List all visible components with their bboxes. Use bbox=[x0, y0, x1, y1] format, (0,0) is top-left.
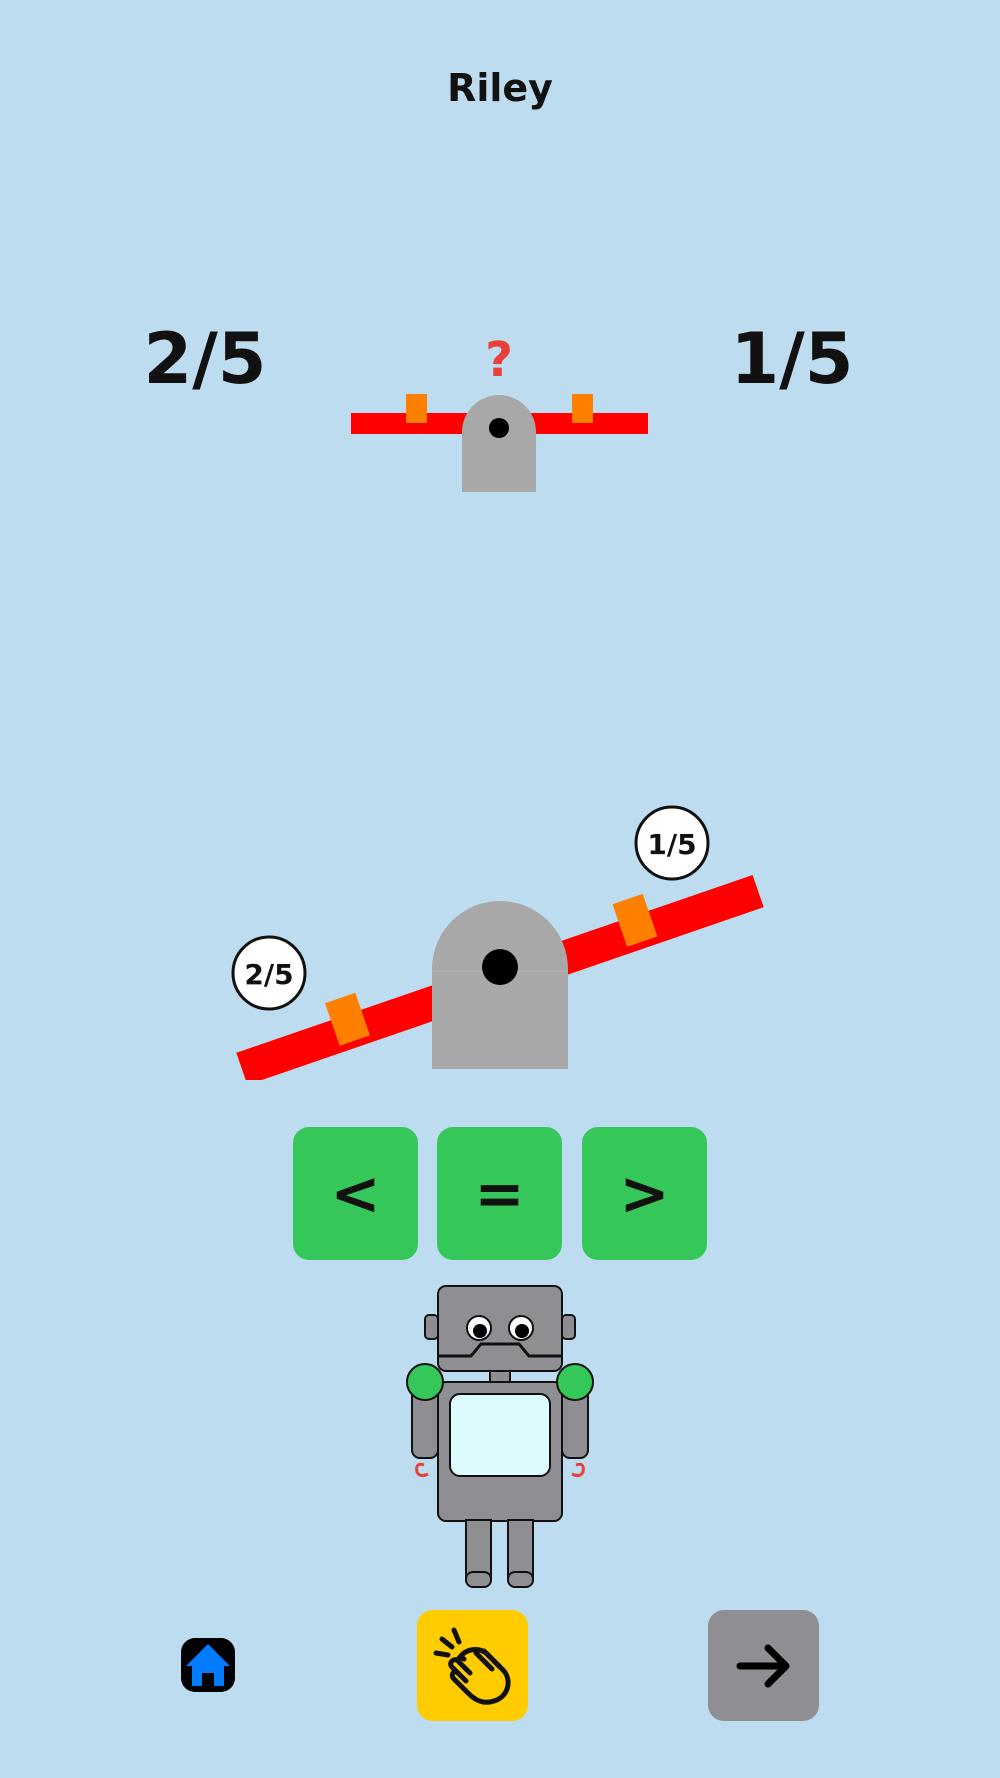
question-right-weight bbox=[572, 394, 593, 423]
left-label-bubble: 2/5 bbox=[231, 935, 307, 1011]
home-icon bbox=[181, 1638, 235, 1692]
left-label: 2/5 bbox=[244, 958, 293, 991]
home-button[interactable] bbox=[178, 1635, 238, 1695]
clap-button[interactable] bbox=[417, 1610, 528, 1721]
robot-left-leg bbox=[465, 1519, 492, 1578]
question-seesaw: ? bbox=[351, 332, 648, 492]
clapping-hands-icon bbox=[433, 1627, 511, 1705]
tilted-pivot-hole bbox=[482, 949, 518, 985]
question-seesaw-pivot bbox=[462, 395, 536, 492]
right-weight bbox=[612, 893, 658, 947]
next-button[interactable] bbox=[708, 1610, 819, 1721]
left-weight bbox=[325, 992, 370, 1046]
robot-right-hand bbox=[571, 1462, 585, 1478]
robot-head bbox=[437, 1285, 563, 1372]
question-mark: ? bbox=[485, 332, 513, 388]
robot-right-ear bbox=[561, 1314, 576, 1340]
robot-right-foot bbox=[507, 1571, 534, 1588]
tilted-seesaw: 2/5 1/5 bbox=[231, 805, 764, 1080]
less-than-button[interactable]: < bbox=[293, 1127, 418, 1260]
robot-left-hand bbox=[415, 1462, 429, 1478]
right-fraction: 1/5 bbox=[730, 318, 854, 400]
arrow-right-icon bbox=[736, 1644, 789, 1687]
equal-button[interactable]: = bbox=[437, 1127, 562, 1260]
question-left-weight bbox=[406, 394, 427, 423]
right-label: 1/5 bbox=[647, 828, 696, 861]
question-pivot-hole bbox=[489, 418, 509, 438]
robot-left-ear bbox=[424, 1314, 439, 1340]
robot-screen bbox=[449, 1393, 551, 1477]
robot-right-leg bbox=[507, 1519, 534, 1578]
right-label-bubble: 1/5 bbox=[634, 805, 710, 881]
robot-mascot bbox=[406, 1285, 594, 1588]
robot-right-shoulder bbox=[556, 1363, 594, 1401]
greater-than-button[interactable]: > bbox=[582, 1127, 707, 1260]
left-fraction: 2/5 bbox=[143, 318, 267, 400]
robot-mustache bbox=[438, 1342, 562, 1358]
robot-left-foot bbox=[465, 1571, 492, 1588]
player-name: Riley bbox=[447, 66, 553, 110]
robot-left-shoulder bbox=[406, 1363, 444, 1401]
